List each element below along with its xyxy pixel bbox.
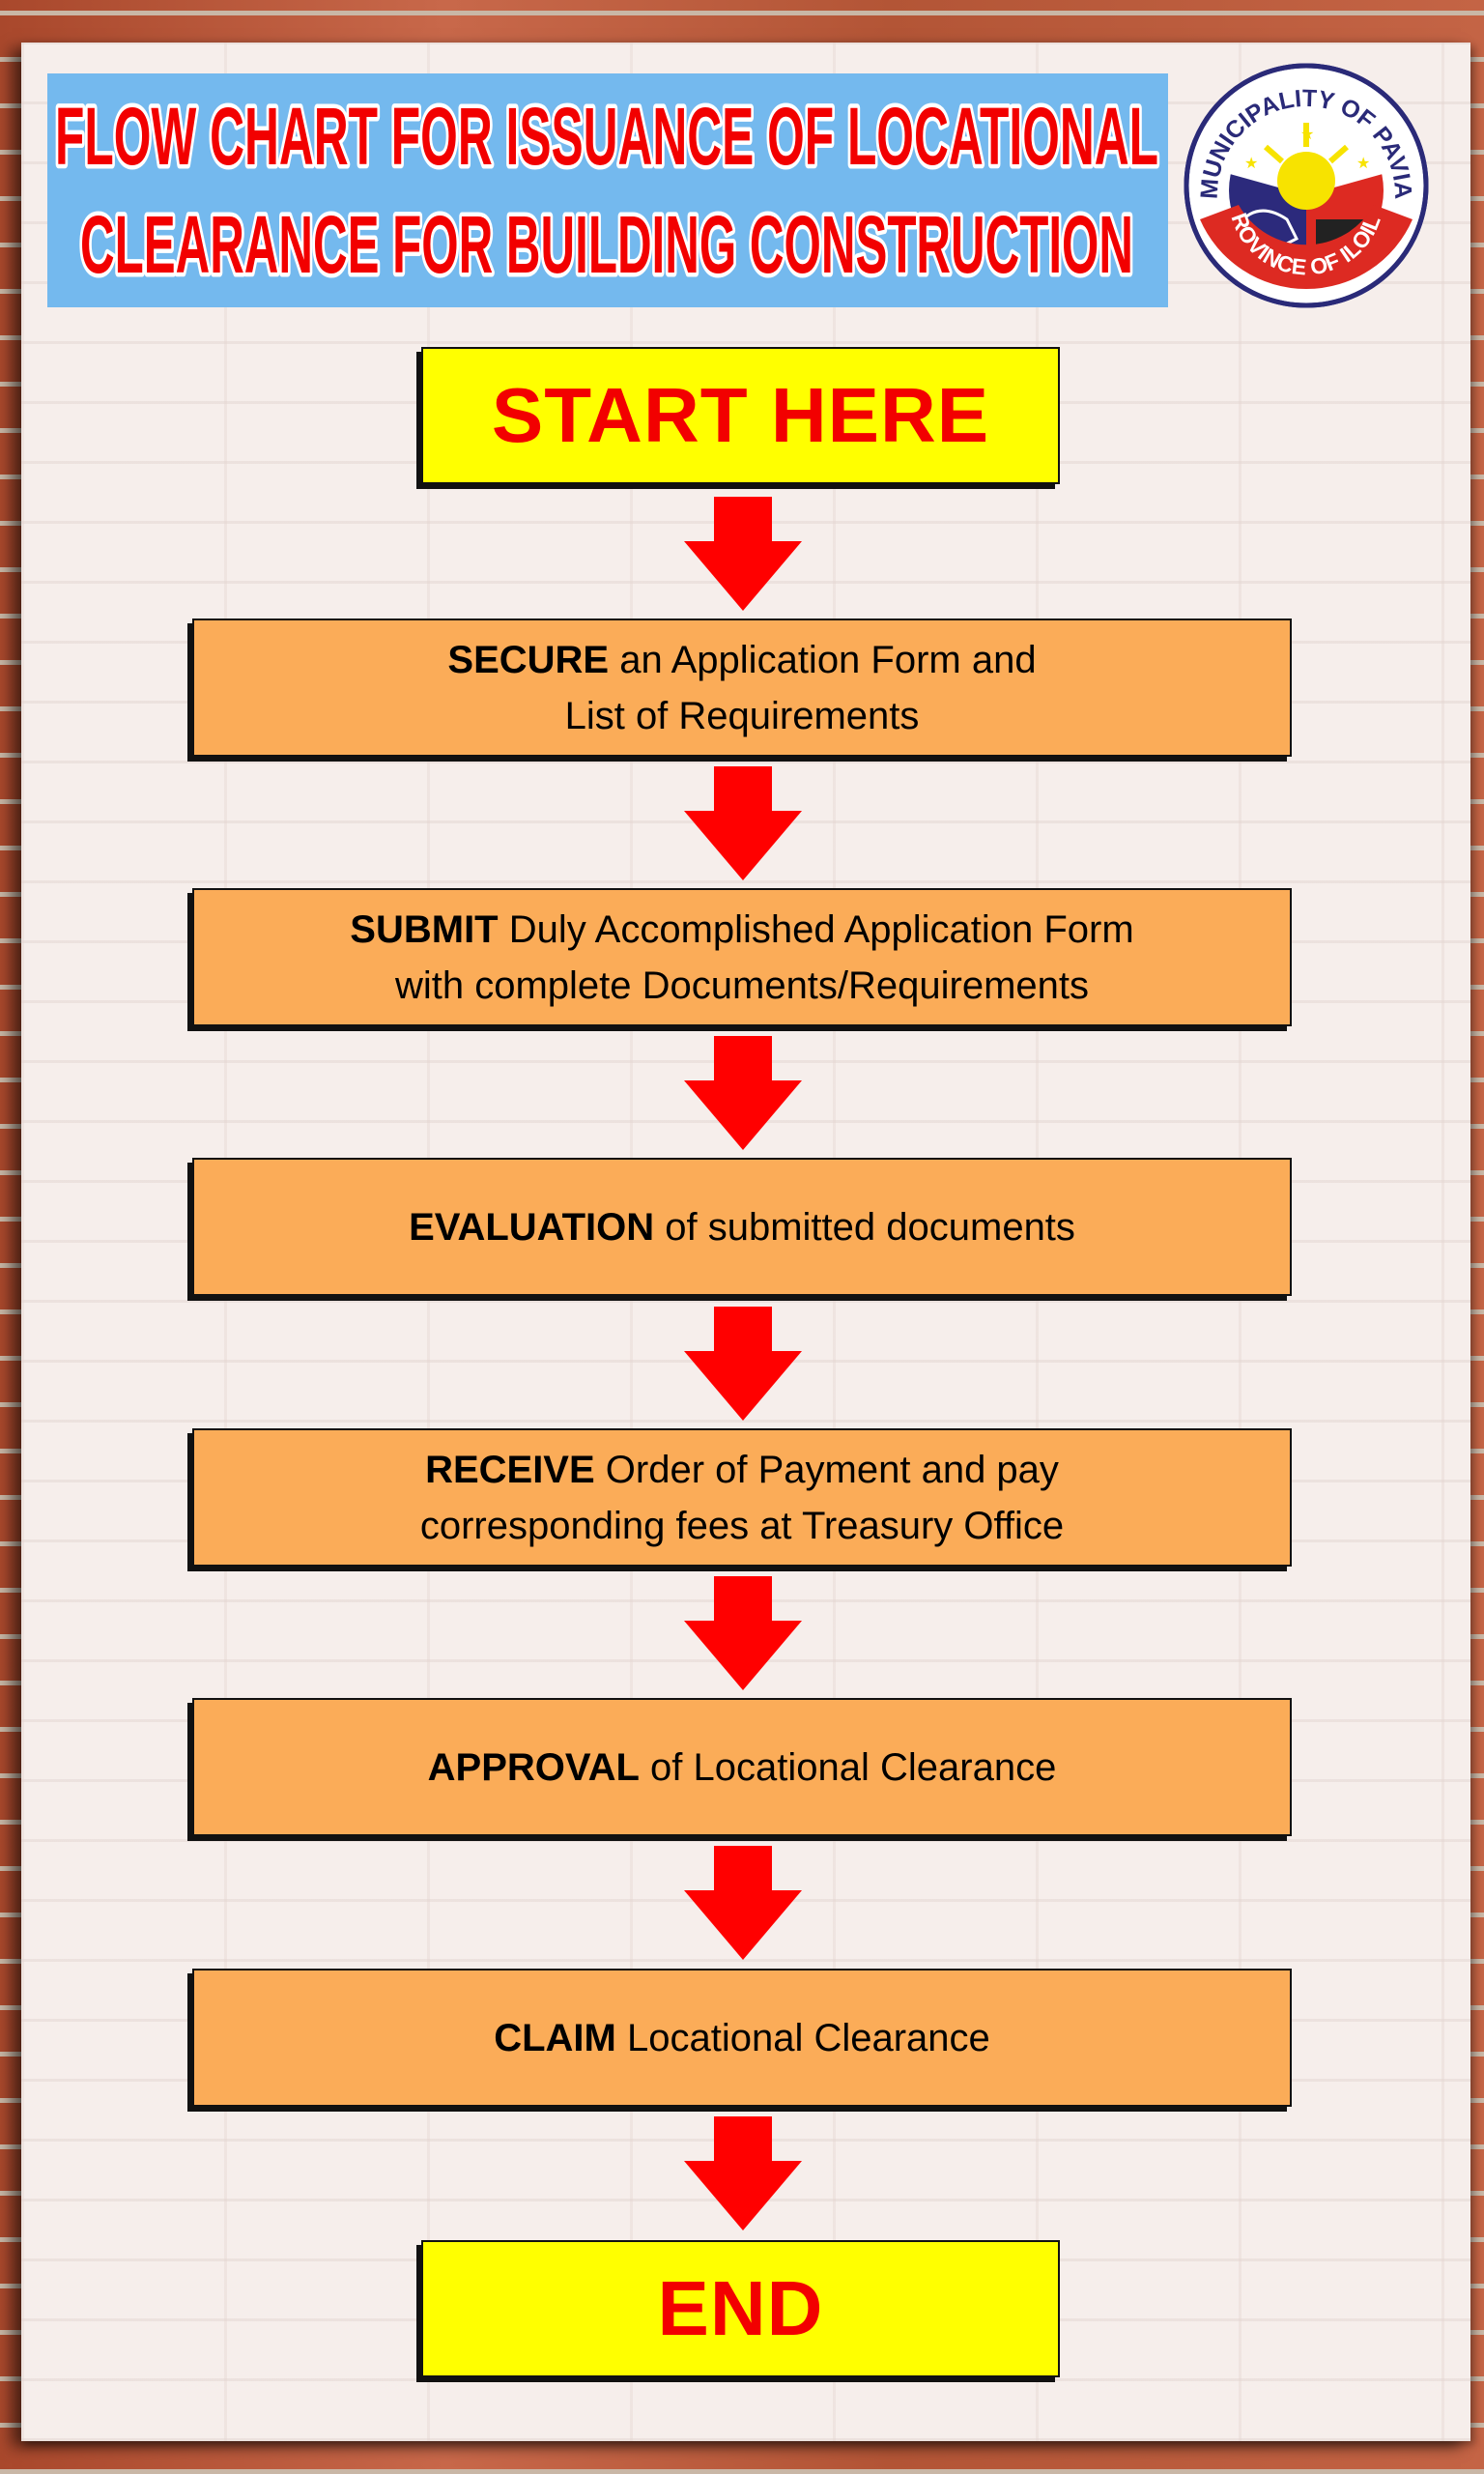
svg-text:★: ★ — [1244, 156, 1258, 172]
step-line-2: List of Requirements — [564, 694, 920, 737]
step-box: EVALUATION of submitted documents — [192, 1158, 1292, 1296]
step-text: of Locational Clearance — [639, 1745, 1057, 1789]
start-box: START HERE — [421, 347, 1060, 484]
step-text: Order of Payment and pay — [594, 1448, 1059, 1491]
step-line-1: CLAIM Locational Clearance — [494, 2010, 990, 2066]
svg-text:★: ★ — [1356, 156, 1370, 172]
down-arrow-icon — [684, 497, 802, 611]
down-arrow-icon — [684, 1576, 802, 1690]
svg-text:★: ★ — [1300, 127, 1314, 143]
end-label: END — [657, 2265, 824, 2351]
step-box: RECEIVE Order of Payment and pay correspo… — [192, 1428, 1292, 1567]
step-line-1: EVALUATION of submitted documents — [409, 1199, 1075, 1255]
down-arrow-icon — [684, 1307, 802, 1421]
step-keyword: EVALUATION — [409, 1205, 655, 1249]
step-box: CLAIM Locational Clearance — [192, 1969, 1292, 2107]
step-text: of submitted documents — [654, 1205, 1075, 1249]
step-line-1: APPROVAL of Locational Clearance — [428, 1740, 1057, 1796]
step-line-2: corresponding fees at Treasury Office — [419, 1504, 1065, 1547]
end-box: END — [421, 2240, 1060, 2377]
title-line-2: CLEARANCE FOR BUILDING CONSTRUCTION — [80, 199, 1133, 290]
step-keyword: RECEIVE — [425, 1448, 595, 1491]
municipality-seal-logo: MUNICIPALITY OF PAVIA PROVINCE OF ILOILO… — [1181, 60, 1429, 308]
down-arrow-icon — [684, 766, 802, 880]
step-box: APPROVAL of Locational Clearance — [192, 1698, 1292, 1836]
step-keyword: SECURE — [447, 638, 610, 681]
step-keyword: CLAIM — [494, 2016, 616, 2059]
down-arrow-icon — [684, 2116, 802, 2230]
step-box: SUBMIT Duly Accomplished Application For… — [192, 888, 1292, 1026]
title-svg: FLOW CHART FOR ISSUANCE OF LOCATIONAL CL… — [51, 87, 1163, 295]
step-line-1: SECURE an Application Form and — [447, 632, 1036, 688]
step-text: Locational Clearance — [615, 2016, 990, 2059]
step-line-1: SUBMIT Duly Accomplished Application For… — [350, 902, 1133, 958]
step-line-1: RECEIVE Order of Payment and pay — [425, 1442, 1059, 1498]
step-text: Duly Accomplished Application Form — [498, 907, 1134, 951]
step-keyword: APPROVAL — [427, 1745, 640, 1789]
down-arrow-icon — [684, 1036, 802, 1150]
step-text: an Application Form and — [609, 638, 1037, 681]
start-label: START HERE — [491, 372, 990, 458]
title-line-1: FLOW CHART FOR ISSUANCE OF LOCATIONAL — [55, 91, 1158, 182]
step-keyword: SUBMIT — [350, 907, 499, 951]
down-arrow-icon — [684, 1846, 802, 1960]
step-line-2: with complete Documents/Requirements — [394, 964, 1090, 1007]
title-banner: FLOW CHART FOR ISSUANCE OF LOCATIONAL CL… — [47, 73, 1168, 307]
